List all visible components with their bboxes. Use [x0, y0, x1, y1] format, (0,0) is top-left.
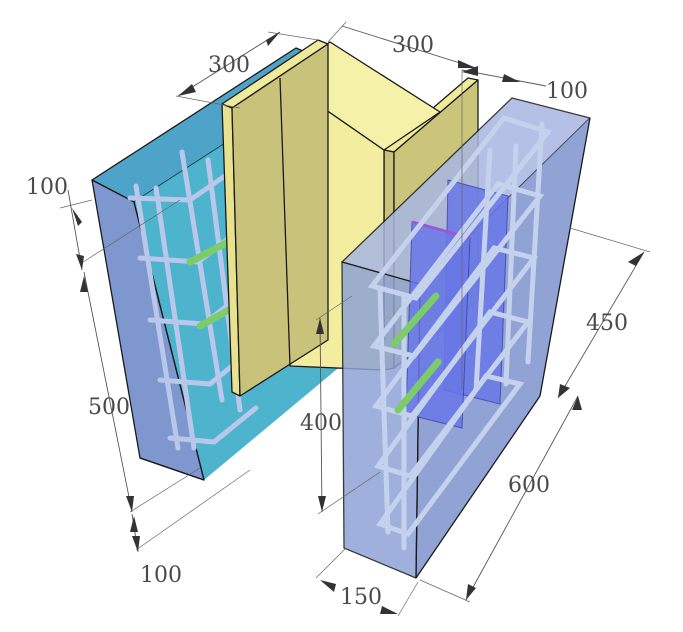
right-shear-studs — [390, 292, 442, 414]
dim-label-right-offset-top: 100 — [546, 79, 588, 104]
dim-label-beam-depth-top: 300 — [392, 33, 434, 58]
dimension-lines — [59, 21, 651, 617]
dim-label-left-top-offset: 100 — [26, 175, 68, 200]
dim-label-right-block-thickness: 150 — [340, 585, 382, 610]
dim-label-left-bottom-offset: 100 — [140, 563, 182, 588]
dim-label-left-height: 500 — [88, 395, 130, 420]
dimension-arrowheads — [72, 32, 644, 614]
dim-label-right-block-length: 600 — [508, 473, 550, 498]
dim-label-left-flange-width: 300 — [208, 53, 250, 78]
dimension-labels: 300 300 100 100 500 100 400 450 600 150 — [26, 33, 628, 610]
dim-label-right-block-depth: 450 — [586, 311, 628, 336]
dim-label-web-height: 400 — [300, 411, 342, 436]
